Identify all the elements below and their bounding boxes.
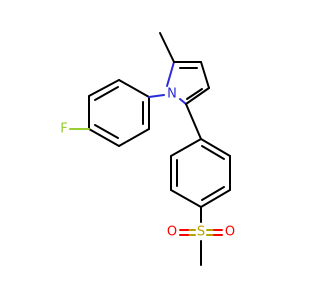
bond bbox=[88, 128, 120, 147]
sulfur-label: S bbox=[197, 225, 205, 240]
fluorine-label: F bbox=[60, 122, 67, 137]
methyl-bond bbox=[159, 32, 175, 63]
bond bbox=[185, 87, 210, 105]
bond bbox=[170, 189, 202, 208]
bond bbox=[118, 128, 150, 147]
bond bbox=[170, 138, 202, 157]
bond bbox=[94, 86, 119, 101]
bond bbox=[200, 189, 231, 208]
sulfonylphenyl-ring bbox=[170, 138, 231, 208]
bond bbox=[186, 88, 203, 100]
bond bbox=[200, 61, 210, 89]
bond bbox=[166, 61, 175, 87]
bond bbox=[201, 186, 225, 201]
molecule-structure-diagram: N F S O O bbox=[60, 32, 235, 266]
bond bbox=[201, 145, 225, 160]
fluorophenyl-ring bbox=[88, 79, 150, 147]
bond bbox=[148, 94, 165, 98]
bond bbox=[88, 79, 120, 97]
nitrogen-label: N bbox=[167, 87, 177, 102]
bond bbox=[185, 103, 202, 140]
bond bbox=[94, 124, 119, 139]
oxygen-label-left: O bbox=[167, 225, 177, 240]
bond bbox=[118, 79, 150, 98]
bond bbox=[179, 98, 187, 105]
oxygen-label-right: O bbox=[225, 225, 235, 240]
bond bbox=[200, 138, 231, 157]
pyrrole-ring bbox=[166, 61, 210, 105]
